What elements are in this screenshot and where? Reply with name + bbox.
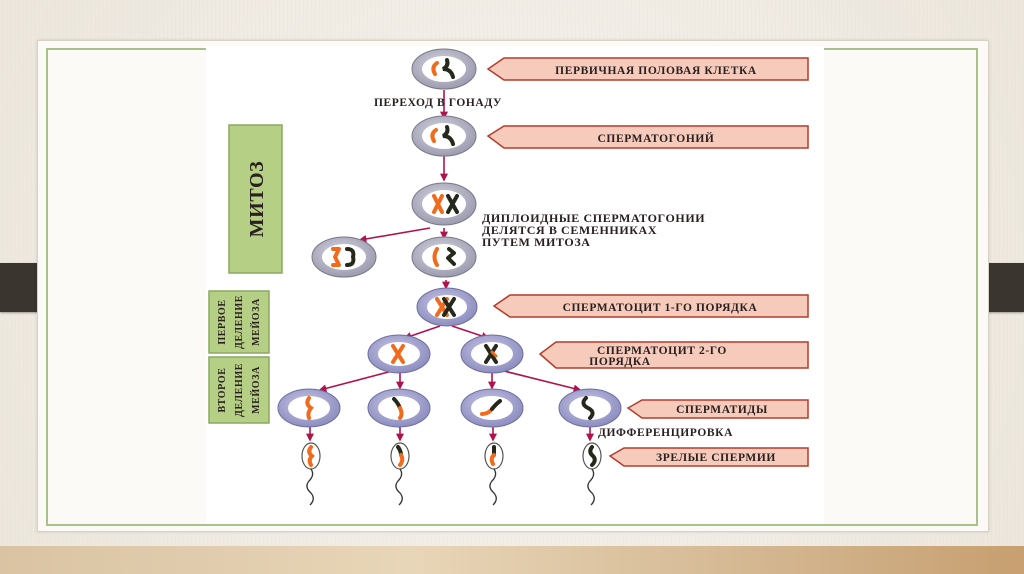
cell-mitosis-daughter-left <box>311 236 377 278</box>
meiosis2-bar-line1: ВТОРОЕ <box>217 368 228 413</box>
meiosis1-bar: ПЕРВОЕ ДЕЛЕНИЕ МЕЙОЗА <box>208 290 270 354</box>
label-primary-spermatocyte-text: СПЕРМАТОЦИТ 1-ГО ПОРЯДКА <box>563 302 758 314</box>
label-migration-to-gonad: ПЕРЕХОД В ГОНАДУ <box>374 97 502 109</box>
cell-spermatogonium <box>411 115 477 157</box>
label-spermatids-text: СПЕРМАТИДЫ <box>676 404 768 416</box>
cell-spermatid-2 <box>367 388 431 428</box>
label-spermatogonium: СПЕРМАТОГОНИЙ <box>486 125 809 149</box>
bottom-wood-strip <box>0 546 1024 574</box>
cell-primary-spermatocyte <box>416 287 478 327</box>
arrow-diploid-left <box>358 227 431 243</box>
label-spermatids: СПЕРМАТИДЫ <box>626 399 809 419</box>
cell-primordial-germ <box>411 48 477 90</box>
meiosis1-bar-line2: ДЕЛЕНИЕ <box>234 295 245 349</box>
sperm-4 <box>582 442 602 506</box>
label-diploid-line1: ДИПЛОИДНЫЕ СПЕРМАТОГОНИИ <box>482 211 705 225</box>
label-diploid-line2: ДЕЛЯТСЯ В СЕМЕННИКАХ <box>482 223 657 237</box>
label-mature-sperm-text: ЗРЕЛЫЕ СПЕРМИИ <box>656 452 776 464</box>
label-differentiation: ДИФФЕРЕНЦИРОВКА <box>598 427 733 439</box>
label-secondary-spermatocyte-line2: ПОРЯДКА <box>589 356 650 368</box>
sperm-1 <box>301 442 321 506</box>
cell-secondary-spermatocyte-left <box>367 334 431 374</box>
label-spermatogonium-text: СПЕРМАТОГОНИЙ <box>598 131 715 145</box>
flow-arrows <box>306 90 594 442</box>
cell-mitosis-daughter-right <box>411 236 477 278</box>
label-primary-spermatocyte: СПЕРМАТОЦИТ 1-ГО ПОРЯДКА <box>492 294 809 318</box>
mitosis-bar-label: МИТОЗ <box>246 161 268 238</box>
label-secondary-spermatocyte: СПЕРМАТОЦИТ 2-ГО ПОРЯДКА <box>538 341 809 369</box>
meiosis2-bar-line2: ДЕЛЕНИЕ <box>234 363 245 417</box>
arrow-secondary-left-a <box>318 369 397 393</box>
cell-spermatid-3 <box>460 388 524 428</box>
label-primordial-germ-cell-text: ПЕРВИЧНАЯ ПОЛОВАЯ КЛЕТКА <box>555 65 757 77</box>
cell-secondary-spermatocyte-right <box>460 334 524 374</box>
label-mature-sperm: ЗРЕЛЫЕ СПЕРМИИ <box>608 447 809 467</box>
meiosis1-bar-line3: МЕЙОЗА <box>250 298 262 346</box>
label-secondary-spermatocyte-line1: СПЕРМАТОЦИТ 2-ГО <box>597 345 727 357</box>
mitosis-bar: МИТОЗ <box>228 124 283 274</box>
sperm-2 <box>390 442 410 506</box>
cell-diploid-spermatogonium <box>411 182 477 226</box>
cell-spermatid-1 <box>277 388 341 428</box>
label-diploid-line3: ПУТЕМ МИТОЗА <box>482 235 591 249</box>
meiosis2-bar-line3: МЕЙОЗА <box>250 366 262 414</box>
arrow-secondary-right-b <box>499 369 582 393</box>
cell-spermatid-4 <box>558 388 622 428</box>
meiosis2-bar: ВТОРОЕ ДЕЛЕНИЕ МЕЙОЗА <box>208 356 270 424</box>
label-primordial-germ-cell: ПЕРВИЧНАЯ ПОЛОВАЯ КЛЕТКА <box>486 57 809 81</box>
meiosis1-bar-line1: ПЕРВОЕ <box>217 299 228 344</box>
sperm-3 <box>484 442 504 506</box>
